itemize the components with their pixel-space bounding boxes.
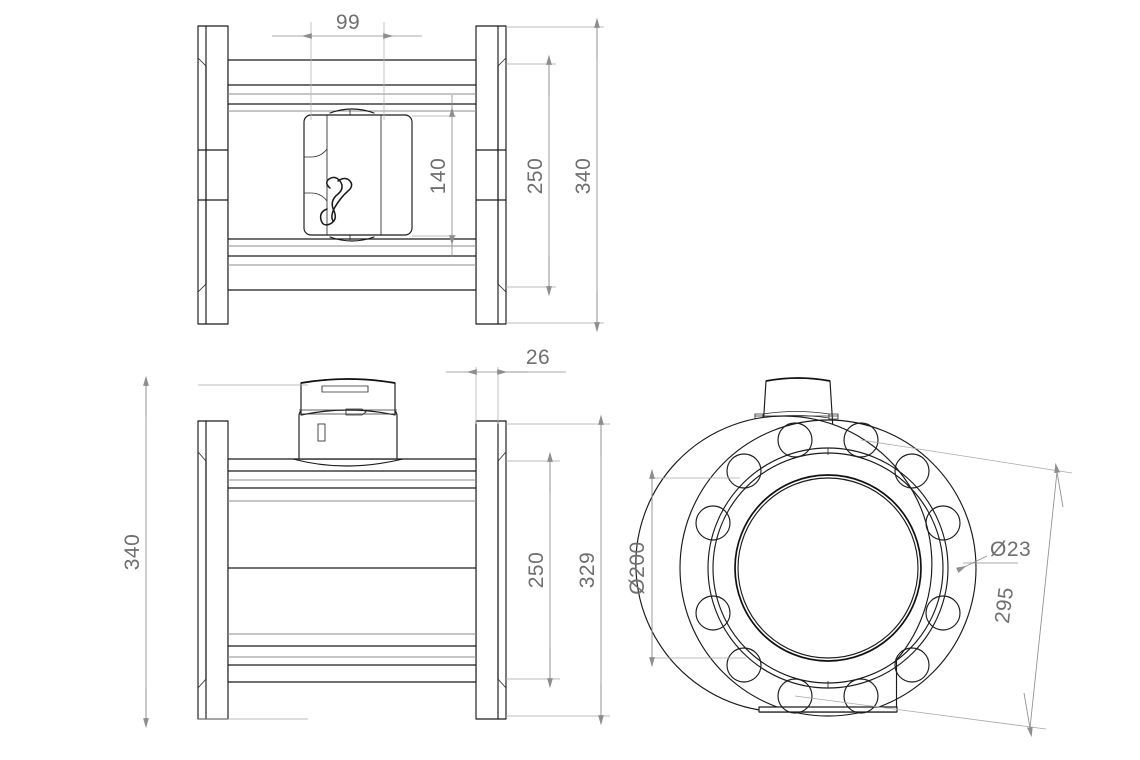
bolt-hole (726, 647, 762, 683)
dim-label-250-top: 250 (524, 158, 547, 195)
bolt-hole (843, 678, 879, 714)
top-view-right-flange (475, 25, 507, 325)
front-view-bolt-holes (695, 422, 961, 714)
dim-top-140: 140 (412, 95, 456, 257)
dim-top-250: 250 (506, 54, 556, 297)
side-view-transmitter-head (292, 378, 404, 467)
bolt-hole (894, 453, 930, 489)
dim-side-340: 340 (121, 375, 308, 729)
dim-label-dia-200: Ø200 (626, 541, 649, 594)
dim-label-340-top: 340 (572, 158, 595, 195)
dim-front-dia-23: Ø23 (955, 538, 1031, 573)
dim-label-250-side: 250 (525, 552, 548, 589)
dim-label-99: 99 (336, 11, 360, 34)
side-view-left-flange (197, 420, 229, 720)
dim-front-295: 295 (794, 439, 1073, 738)
side-view-body (227, 458, 477, 683)
dim-front-dia-200: Ø200 (626, 468, 746, 668)
dim-label-140: 140 (427, 158, 450, 195)
top-view-left-flange (197, 25, 229, 325)
front-view-pipe-rings (707, 447, 949, 689)
front-view: Ø200 Ø23 295 (626, 377, 1073, 738)
dim-label-340-side: 340 (121, 534, 144, 571)
dim-label-295: 295 (991, 586, 1018, 625)
top-view-body (227, 59, 477, 291)
front-view-flange-body (635, 415, 977, 717)
bolt-hole (695, 505, 731, 541)
bolt-hole (843, 422, 879, 458)
bolt-hole (695, 595, 731, 631)
dim-label-329: 329 (576, 552, 599, 589)
dim-top-340: 340 (506, 17, 604, 333)
dim-side-250: 250 (506, 451, 560, 689)
bolt-hole (726, 453, 762, 489)
side-view-right-flange (475, 420, 507, 720)
bolt-hole (894, 647, 930, 683)
top-view-transmitter-head (303, 108, 413, 242)
dim-side-26: 26 (446, 346, 566, 424)
bolt-hole (777, 678, 813, 714)
bolt-hole (777, 422, 813, 458)
dim-label-dia-23: Ø23 (990, 538, 1031, 561)
bolt-hole (925, 505, 961, 541)
dim-label-26: 26 (526, 346, 550, 369)
side-view: 340 26 250 329 (121, 346, 610, 729)
dim-top-99: 99 (272, 11, 422, 39)
brand-mark-icon (319, 176, 353, 226)
bolt-hole (925, 595, 961, 631)
top-view: 99 140 250 340 (197, 11, 604, 333)
dim-side-329: 329 (506, 414, 610, 726)
